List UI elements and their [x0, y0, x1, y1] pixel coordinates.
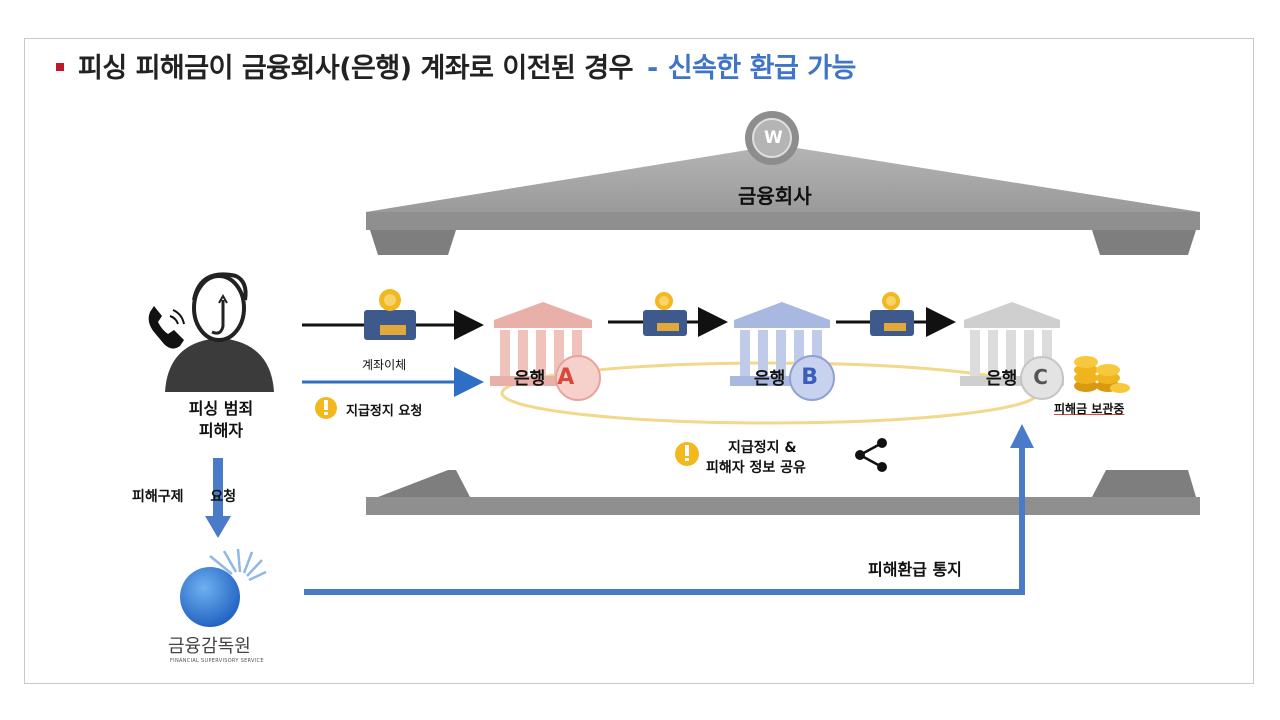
transfer-label: 계좌이체 [362, 358, 407, 372]
gold-coins-icon [1074, 356, 1130, 393]
share-label: 지급정지 & 피해자 정보 공유 [706, 438, 806, 478]
fss-logo [180, 548, 267, 627]
share-icon [855, 438, 887, 472]
relief-request-arrow [205, 458, 231, 538]
bank-b-label: 은행 B [754, 364, 818, 390]
refund-notice-arrow [304, 424, 1034, 595]
title-sub: 신속한 환급 가능 [667, 53, 857, 84]
money-card-icon [364, 289, 416, 340]
warning-icon [675, 442, 699, 466]
bank-a-letter: A [557, 365, 575, 390]
damage-held-label: 피해금 보관중 [1054, 402, 1125, 416]
bank-b-letter: B [801, 365, 818, 390]
relief-request-part1: 피해구제 [132, 489, 184, 505]
bank-roof [366, 145, 1200, 255]
slide-frame [24, 38, 1254, 684]
bank-a-label: 은행 A [514, 364, 574, 390]
bank-roof-label: 금융회사 [738, 184, 812, 208]
victim-label: 피싱 범죄 피해자 [178, 398, 264, 442]
roof-coin [745, 111, 799, 165]
bank-b-building [730, 302, 835, 401]
bank-floor [366, 470, 1200, 515]
phone-icon [148, 306, 185, 349]
victim-icon [165, 272, 274, 392]
title-dash: - [646, 53, 658, 84]
bank-c-building [960, 302, 1064, 400]
refund-notice-label: 피해환급 통지 [868, 560, 962, 579]
relief-request-part2: 요청 [210, 489, 237, 505]
bank-c-label: 은행 C [986, 364, 1048, 389]
fss-english-name: FINANCIAL SUPERVISORY SERVICE [170, 658, 264, 664]
stop-request-label: 지급정지 요청 [346, 404, 423, 419]
roof-coin-symbol: W [764, 128, 783, 148]
bank-a-building [490, 302, 601, 401]
title-bullet [56, 62, 64, 71]
bank-c-letter: C [1033, 365, 1048, 389]
relief-request-label: 피해구제 요청 [132, 486, 236, 506]
bank-c-name: 은행 [986, 369, 1018, 389]
victim-label-line2: 피해자 [198, 421, 244, 440]
money-card-icon [643, 292, 687, 336]
share-label-line2: 피해자 정보 공유 [706, 460, 806, 476]
warning-icon [315, 397, 337, 419]
money-card-icon [870, 292, 914, 336]
bank-a-name: 은행 [514, 369, 546, 389]
bank-b-name: 은행 [754, 369, 786, 389]
fss-name: 금융감독원 [168, 636, 251, 657]
slide-title: 피싱 피해금이 금융회사(은행) 계좌로 이전된 경우-신속한 환급 가능 [56, 46, 856, 85]
title-main: 피싱 피해금이 금융회사(은행) 계좌로 이전된 경우 [78, 53, 633, 84]
victim-label-line1: 피싱 범죄 [188, 399, 254, 418]
share-label-line1: 지급정지 & [728, 440, 797, 456]
